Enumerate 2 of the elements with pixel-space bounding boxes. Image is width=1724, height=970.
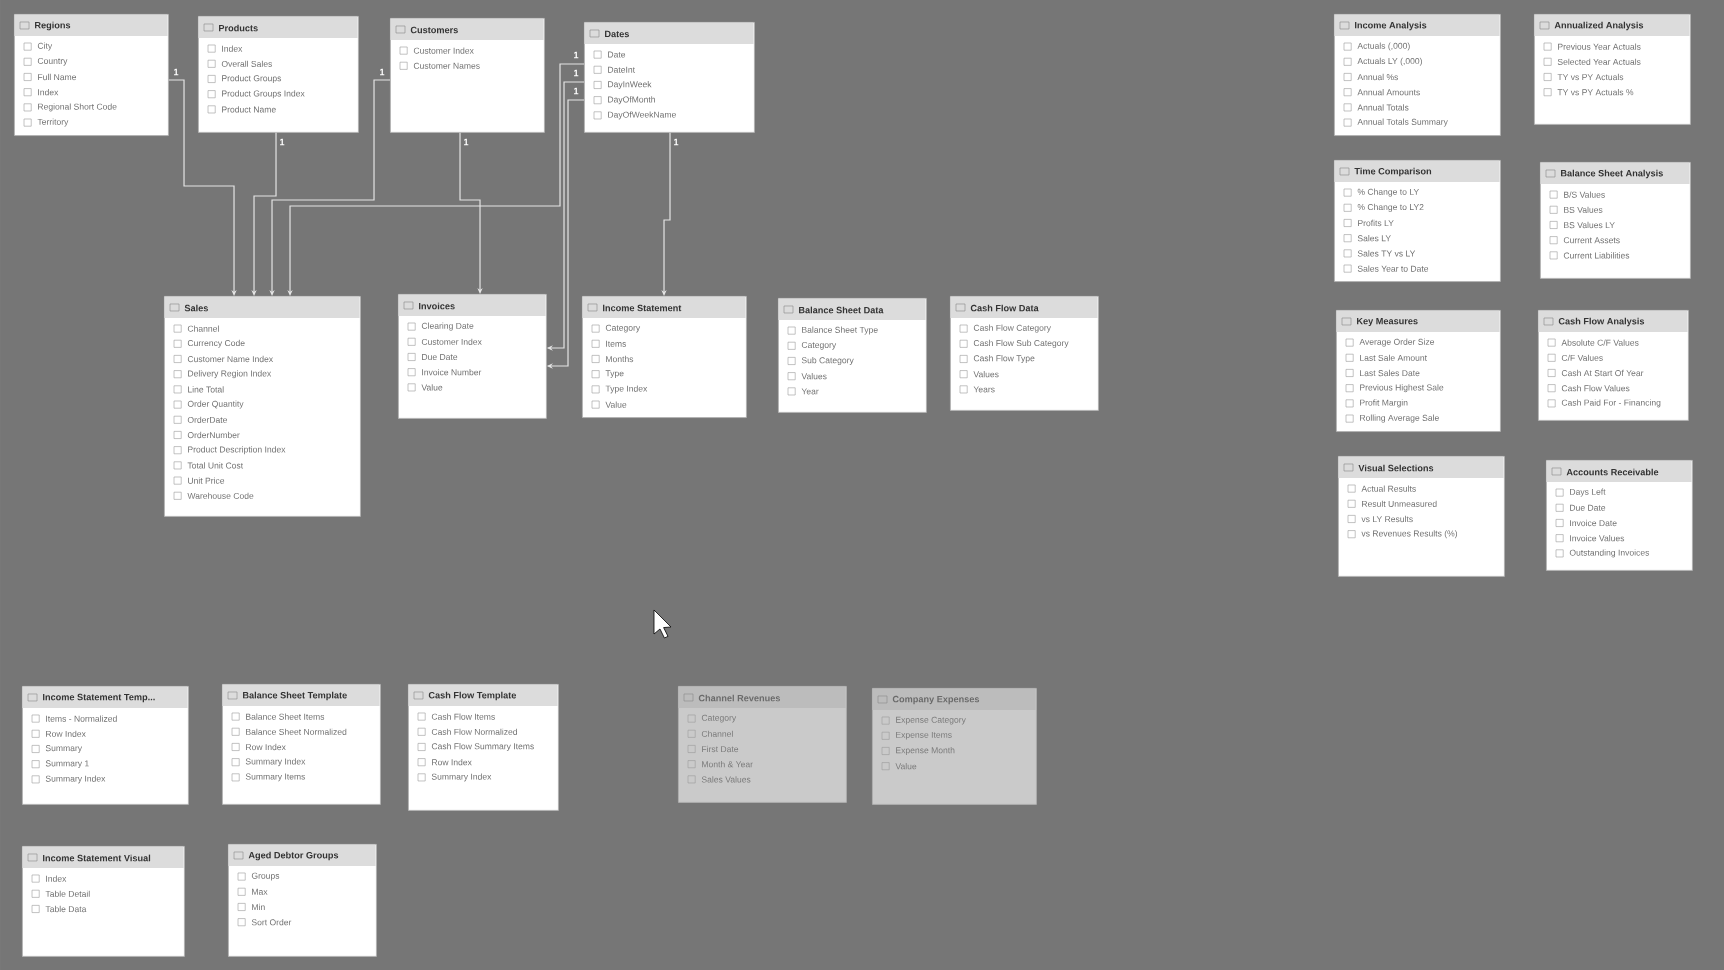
relationship-line (168, 79, 237, 296)
relationship-line (459, 132, 483, 294)
